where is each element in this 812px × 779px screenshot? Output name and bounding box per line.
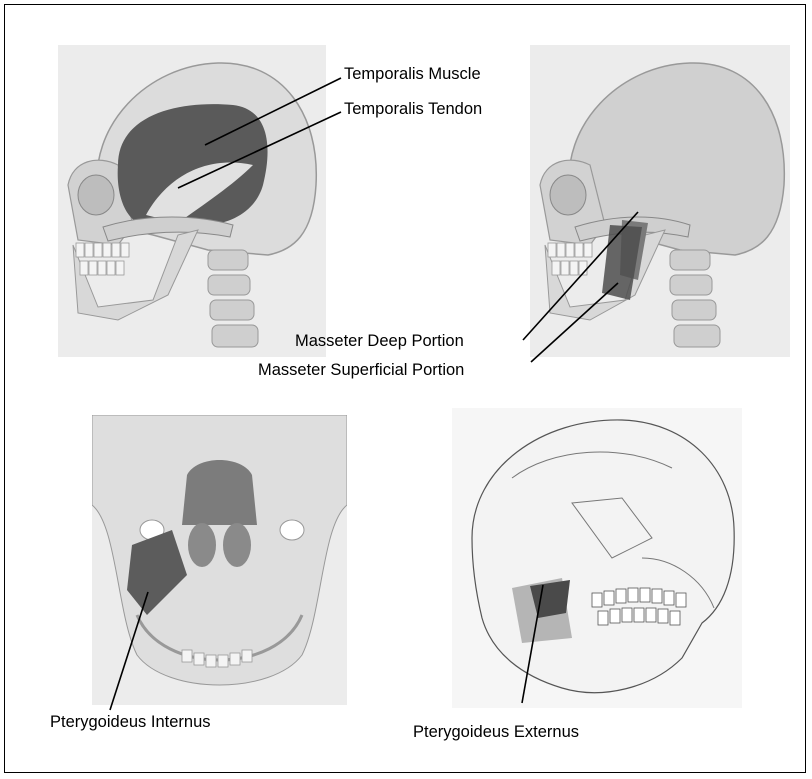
- skull-lateral-masseter-illustration: [530, 45, 790, 357]
- label-pterygoideus-externus: Pterygoideus Externus: [413, 724, 579, 741]
- skull-oblique-pterygoideus-externus-illustration: [452, 408, 742, 708]
- label-temporalis-tendon: Temporalis Tendon: [344, 101, 482, 118]
- label-masseter-deep: Masseter Deep Portion: [295, 333, 464, 350]
- skull-posterior-pterygoideus-internus-illustration: [92, 415, 347, 705]
- label-masseter-superficial: Masseter Superficial Portion: [258, 362, 464, 379]
- label-pterygoideus-internus: Pterygoideus Internus: [50, 714, 211, 731]
- label-temporalis-muscle: Temporalis Muscle: [344, 66, 481, 83]
- skull-lateral-temporalis-illustration: [58, 45, 326, 357]
